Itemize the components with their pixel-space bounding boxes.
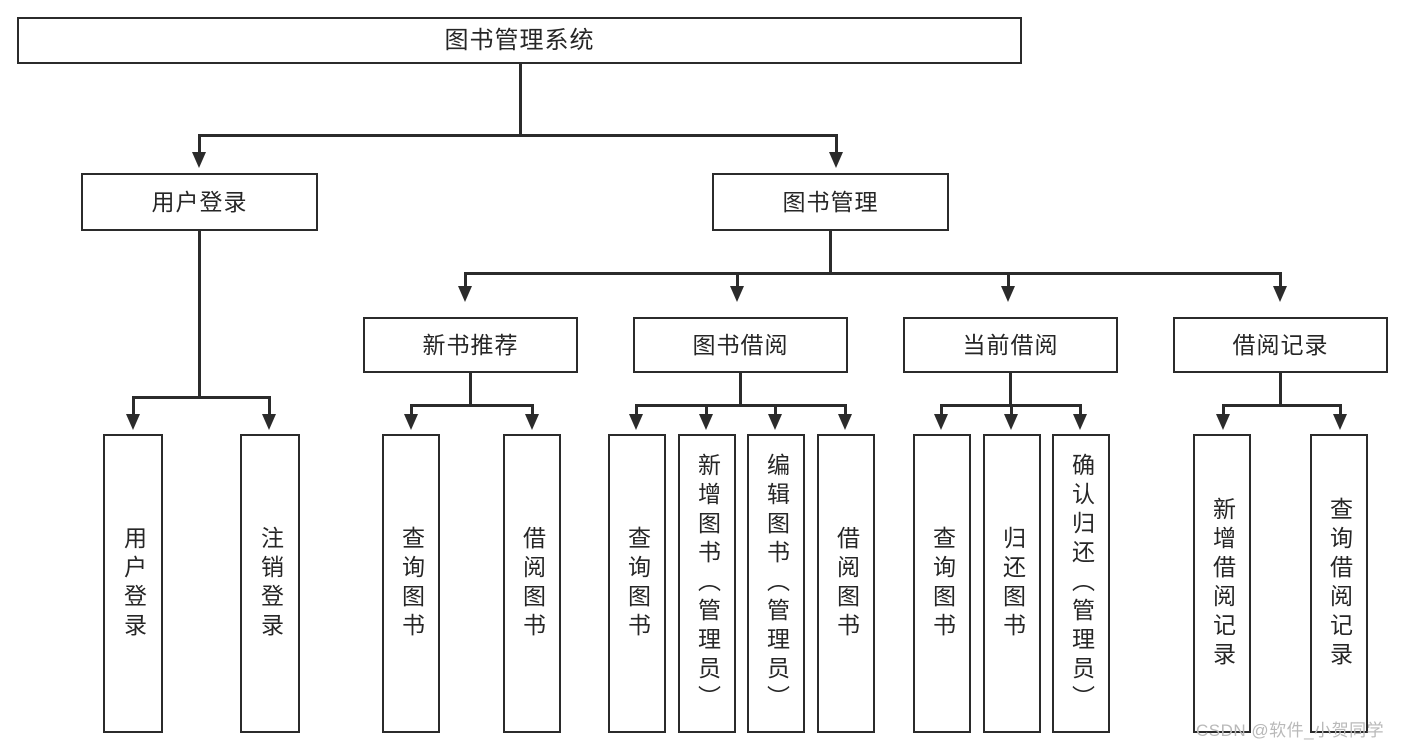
connector-root-to-book-management: [835, 134, 838, 154]
leaf-book-borrow-4[interactable]: 借阅图书: [817, 434, 875, 733]
connector-bm-to-l3-4: [1279, 272, 1282, 288]
arrow-bb-to-leaf-3: [768, 414, 782, 430]
connector-user-login-stem: [198, 231, 201, 399]
leaf-label: 新增借阅记录: [1209, 496, 1236, 671]
arrow-root-to-book-management: [829, 152, 843, 168]
leaf-label: 查询图书: [929, 525, 956, 642]
arrow-bm-to-l3-3: [1001, 286, 1015, 302]
connector-cb-to-leaf-3: [1079, 404, 1082, 416]
watermark-text: CSDN @软件_小贺同学: [1196, 721, 1385, 740]
connector-bm-to-l3-1: [464, 272, 467, 288]
connector-user-login-to-leaf-2: [268, 396, 271, 416]
arrow-bb-to-leaf-4: [838, 414, 852, 430]
node-book-management[interactable]: 图书管理: [712, 173, 949, 231]
connector-root-stem: [519, 64, 522, 136]
connector-bb-stem: [739, 373, 742, 407]
connector-user-login-to-leaf-1: [132, 396, 135, 416]
leaf-label: 归还图书: [999, 525, 1026, 642]
node-label: 借阅记录: [1232, 331, 1329, 358]
arrow-br-to-leaf-2: [1333, 414, 1347, 430]
connector-cb-stem: [1009, 373, 1012, 407]
connector-bm-to-l3-3: [1007, 272, 1010, 288]
connector-cb-to-leaf-1: [940, 404, 943, 416]
connector-bb-to-leaf-2: [705, 404, 708, 416]
arrow-cb-to-leaf-1: [934, 414, 948, 430]
connector-root-fanbar: [198, 134, 838, 137]
connector-user-login-fanbar: [132, 396, 271, 399]
arrow-bm-to-l3-1: [458, 286, 472, 302]
node-label: 用户登录: [151, 188, 248, 215]
connector-bb-to-leaf-4: [844, 404, 847, 416]
connector-nbr-stem: [469, 373, 472, 407]
leaf-label: 确认归还（管理员）: [1068, 453, 1095, 714]
leaf-borrow-record-1[interactable]: 新增借阅记录: [1193, 434, 1251, 733]
connector-nbr-to-leaf-1: [410, 404, 413, 416]
leaf-current-borrow-2[interactable]: 归还图书: [983, 434, 1041, 733]
leaf-book-borrow-3[interactable]: 编辑图书（管理员）: [747, 434, 805, 733]
leaf-current-borrow-1[interactable]: 查询图书: [913, 434, 971, 733]
node-label: 图书借阅: [692, 331, 789, 358]
arrow-br-to-leaf-1: [1216, 414, 1230, 430]
arrow-user-login-to-leaf-1: [126, 414, 140, 430]
leaf-borrow-record-2[interactable]: 查询借阅记录: [1310, 434, 1368, 733]
arrow-cb-to-leaf-3: [1073, 414, 1087, 430]
connector-bm-to-l3-2: [736, 272, 739, 288]
leaf-book-borrow-1[interactable]: 查询图书: [608, 434, 666, 733]
connector-br-stem: [1279, 373, 1282, 407]
connector-br-fanbar: [1222, 404, 1342, 407]
leaf-user-login-2[interactable]: 注销登录: [240, 434, 300, 733]
leaf-label: 注销登录: [257, 525, 284, 642]
node-borrow-record[interactable]: 借阅记录: [1173, 317, 1388, 373]
arrow-nbr-to-leaf-2: [525, 414, 539, 430]
leaf-label: 用户登录: [120, 525, 147, 642]
node-label: 新书推荐: [422, 331, 519, 358]
leaf-label: 查询借阅记录: [1326, 496, 1353, 671]
connector-book-management-stem: [829, 231, 832, 275]
arrow-bm-to-l3-4: [1273, 286, 1287, 302]
connector-br-to-leaf-1: [1222, 404, 1225, 416]
leaf-current-borrow-3[interactable]: 确认归还（管理员）: [1052, 434, 1110, 733]
arrow-user-login-to-leaf-2: [262, 414, 276, 430]
node-root-book-management-system[interactable]: 图书管理系统: [17, 17, 1022, 64]
connector-nbr-to-leaf-2: [531, 404, 534, 416]
connector-bb-to-leaf-1: [635, 404, 638, 416]
node-current-borrow[interactable]: 当前借阅: [903, 317, 1118, 373]
connector-book-management-fanbar: [464, 272, 1282, 275]
leaf-book-borrow-2[interactable]: 新增图书（管理员）: [678, 434, 736, 733]
leaf-new-book-recommend-2[interactable]: 借阅图书: [503, 434, 561, 733]
node-label: 当前借阅: [962, 331, 1059, 358]
connector-bb-fanbar: [635, 404, 847, 407]
arrow-nbr-to-leaf-1: [404, 414, 418, 430]
leaf-label: 新增图书（管理员）: [694, 453, 721, 714]
node-new-book-recommend[interactable]: 新书推荐: [363, 317, 578, 373]
connector-nbr-fanbar: [410, 404, 534, 407]
leaf-label: 查询图书: [624, 525, 651, 642]
node-label: 图书管理系统: [444, 26, 595, 54]
leaf-label: 借阅图书: [833, 525, 860, 642]
connector-cb-to-leaf-2: [1010, 404, 1013, 416]
arrow-cb-to-leaf-2: [1004, 414, 1018, 430]
arrow-root-to-user-login: [192, 152, 206, 168]
arrow-bb-to-leaf-2: [699, 414, 713, 430]
node-user-login[interactable]: 用户登录: [81, 173, 318, 231]
connector-bb-to-leaf-3: [774, 404, 777, 416]
connector-br-to-leaf-2: [1339, 404, 1342, 416]
leaf-label: 查询图书: [398, 525, 425, 642]
arrow-bb-to-leaf-1: [629, 414, 643, 430]
node-label: 图书管理: [782, 188, 879, 215]
leaf-label: 借阅图书: [519, 525, 546, 642]
arrow-bm-to-l3-2: [730, 286, 744, 302]
node-book-borrow[interactable]: 图书借阅: [633, 317, 848, 373]
connector-root-to-user-login: [198, 134, 201, 154]
leaf-new-book-recommend-1[interactable]: 查询图书: [382, 434, 440, 733]
leaf-label: 编辑图书（管理员）: [763, 453, 790, 714]
leaf-user-login-1[interactable]: 用户登录: [103, 434, 163, 733]
